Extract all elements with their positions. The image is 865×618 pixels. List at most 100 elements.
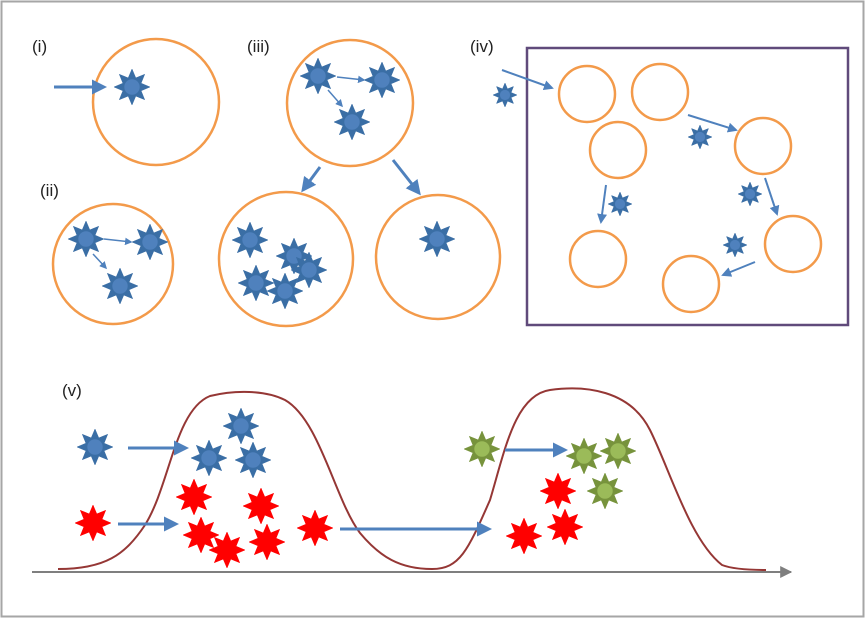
star-center — [201, 450, 217, 466]
cell — [51, 202, 175, 326]
star-center — [744, 188, 756, 200]
red-star-icon — [546, 508, 584, 546]
cell — [285, 38, 415, 168]
red-star-icon — [208, 531, 246, 569]
blue-star-icon — [492, 82, 518, 108]
label-iii: (iii) — [247, 37, 270, 56]
star-center — [233, 418, 249, 434]
blue-star-icon — [299, 57, 337, 95]
blue-star-icon — [290, 251, 328, 289]
blue-star-icon — [722, 232, 748, 258]
red-star-icon — [296, 509, 334, 547]
red-star-icon — [242, 487, 280, 525]
arrow — [764, 177, 780, 216]
star-center — [142, 234, 158, 250]
label-v: (v) — [62, 381, 82, 400]
blue-star-icon — [234, 441, 272, 479]
star-center — [499, 89, 511, 101]
cell — [91, 37, 221, 167]
blue-star-icon — [266, 272, 304, 310]
panel-iii — [217, 38, 502, 328]
cell — [217, 190, 355, 328]
star-center — [85, 515, 101, 531]
star-center — [310, 68, 326, 84]
blue-star-icon — [113, 68, 151, 106]
cell — [630, 62, 690, 122]
star-center — [193, 527, 209, 543]
cell — [763, 214, 823, 274]
panel-v — [32, 387, 793, 578]
green-star-icon — [463, 430, 501, 468]
star-center — [694, 131, 706, 143]
star-center — [186, 489, 202, 505]
arrow — [391, 159, 421, 196]
blue-star-icon — [190, 439, 228, 477]
density-curve — [57, 387, 767, 571]
panel-iv — [492, 46, 850, 327]
panel-i — [54, 37, 221, 167]
star-center — [344, 114, 360, 130]
green-star-icon — [565, 437, 603, 475]
arrow — [501, 69, 554, 90]
star-center — [429, 231, 445, 247]
blue-star-icon — [222, 407, 260, 445]
arrow — [336, 75, 366, 84]
blue-star-icon — [76, 428, 114, 466]
tissue-box — [525, 46, 850, 327]
star-center — [576, 448, 592, 464]
blue-star-icon — [418, 220, 456, 258]
star-center — [259, 534, 275, 550]
cell — [661, 254, 721, 314]
arrow — [597, 184, 608, 224]
blue-star-icon — [333, 103, 371, 141]
star-center — [242, 232, 258, 248]
blue-star-icon — [363, 61, 401, 99]
star-center — [307, 520, 323, 536]
star-center — [374, 72, 390, 88]
star-center — [597, 483, 613, 499]
panel-ii — [51, 202, 175, 326]
star-center — [729, 239, 741, 251]
star-center — [87, 439, 103, 455]
red-star-icon — [182, 516, 220, 554]
star-center — [245, 452, 261, 468]
star-center — [474, 441, 490, 457]
star-center — [253, 498, 269, 514]
label-i: (i) — [32, 37, 47, 56]
cell — [733, 116, 793, 176]
red-star-icon — [175, 478, 213, 516]
blue-star-icon — [231, 221, 269, 259]
star-center — [557, 519, 573, 535]
star-center — [550, 483, 566, 499]
star-center — [248, 275, 264, 291]
star-center — [614, 198, 626, 210]
blue-star-icon — [67, 220, 105, 258]
cell — [557, 64, 617, 124]
arrow — [92, 253, 108, 270]
label-ii: (ii) — [40, 181, 59, 200]
arrow — [721, 261, 756, 277]
arrow — [301, 166, 322, 193]
star-center — [124, 79, 140, 95]
arrow — [103, 237, 133, 246]
star-center — [277, 283, 293, 299]
cell — [374, 193, 502, 321]
blue-star-icon — [237, 264, 275, 302]
green-star-icon — [586, 472, 624, 510]
star-center — [78, 231, 94, 247]
blue-star-icon — [131, 223, 169, 261]
red-star-icon — [74, 504, 112, 542]
star-center — [516, 528, 532, 544]
red-star-icon — [248, 523, 286, 561]
cell — [568, 229, 628, 289]
blue-star-icon — [101, 267, 139, 305]
star-center — [610, 443, 626, 459]
red-star-icon — [505, 517, 543, 555]
star-center — [112, 278, 128, 294]
cell — [588, 120, 648, 180]
red-star-icon — [539, 472, 577, 510]
green-star-icon — [599, 432, 637, 470]
